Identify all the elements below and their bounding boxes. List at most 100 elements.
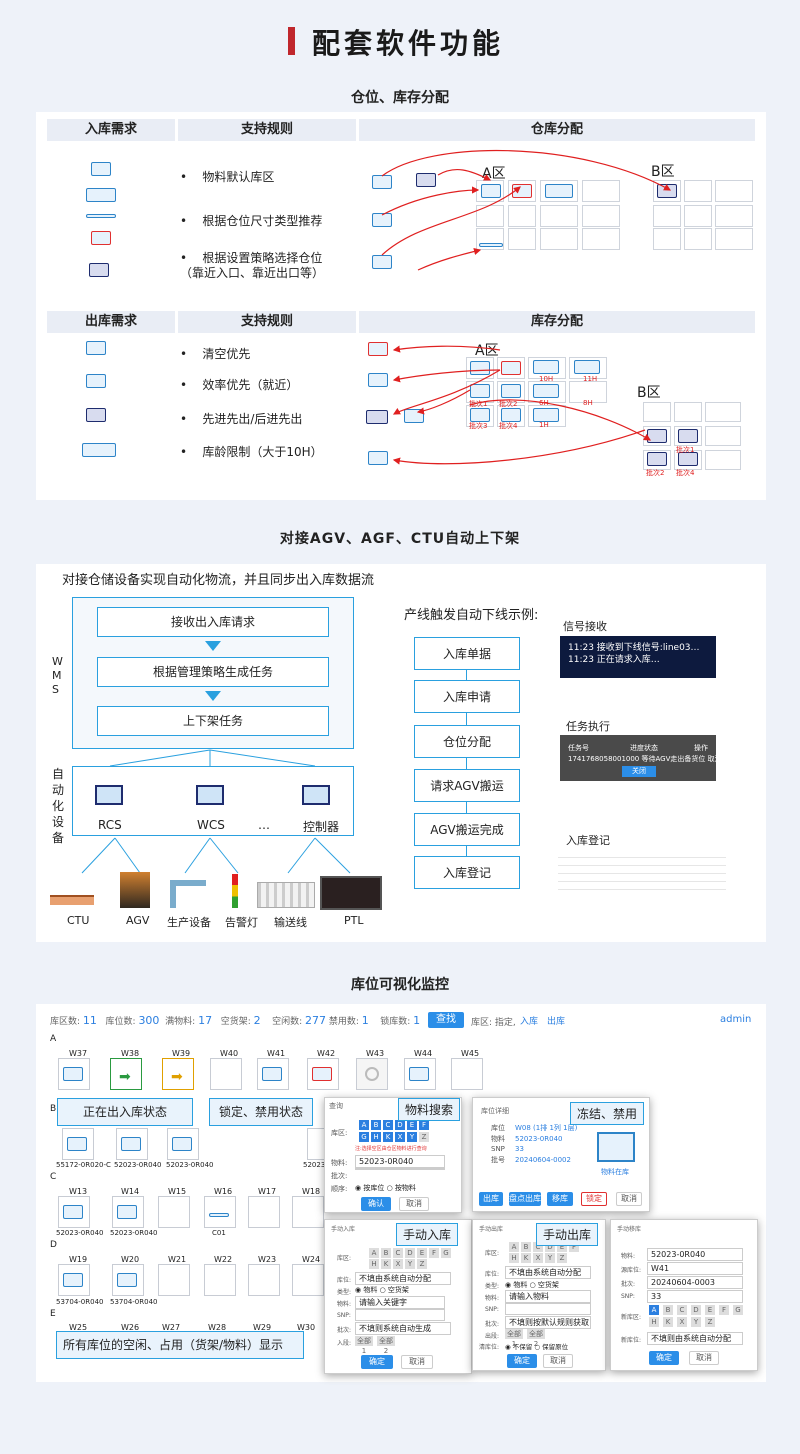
stats-bar: 库区数: 11 库位数: 300 满物料: 17 空货架: 2 空闲数: 277… [50,1014,421,1027]
section3-heading: 库位可视化监控 [351,977,449,993]
slot-w41[interactable] [257,1058,289,1090]
detail-out-button[interactable]: 出库 [479,1192,503,1206]
in-rule-3b: （靠近入口、靠近出口等） [180,266,325,280]
monitor-icon [196,785,224,805]
in-rule-1: • 物料默认库区 [180,170,275,184]
slot-w43[interactable] [356,1058,388,1090]
row-label-b: B [50,1104,57,1114]
row-label-a: A [50,1034,57,1044]
batch-label: 批次2 [499,400,518,408]
detail-move-button[interactable]: 移库 [547,1192,573,1206]
zone-b-label-out: B区 [637,385,661,401]
slot-w42[interactable] [307,1058,339,1090]
hour-label: 1H [539,421,549,429]
slot-w44[interactable] [404,1058,436,1090]
connector-lines [81,749,351,874]
in-rule-header: 支持规则 [178,119,356,141]
auto-device-label: 自动化设备 [52,767,65,845]
row-label-c: C [50,1172,57,1182]
section2-intro: 对接仓储设备实现自动化物流，并且同步出入库数据流 [62,573,375,588]
slot-w38[interactable]: ➡ [110,1058,142,1090]
device-ctu: CTU [67,914,90,927]
search-button[interactable]: 查找 [428,1012,464,1028]
slot-w40[interactable] [210,1058,242,1090]
outbound-link[interactable]: 出库 [547,1017,566,1027]
slot-w22[interactable] [204,1264,236,1296]
user-name[interactable]: admin [720,1014,752,1025]
row-label-e: E [50,1309,56,1319]
device-production: 生产设备 [167,916,211,929]
pallet-icon [86,214,116,218]
device-ptl: PTL [344,914,364,927]
search-cancel-button[interactable]: 取消 [399,1197,429,1211]
slot-w21[interactable] [158,1264,190,1296]
slot-w15[interactable] [158,1196,190,1228]
slot-w14[interactable] [112,1196,144,1228]
out-rule-4: • 库龄限制（大于10H） [180,445,323,459]
signal-line-2: 11:23 正在请求入库… [568,655,660,665]
slot-w13[interactable] [58,1196,90,1228]
slot-b2[interactable] [116,1128,148,1160]
slot-b1[interactable] [62,1128,94,1160]
in-ok-button[interactable]: 确定 [361,1355,393,1369]
batch-label: 批次1 [469,400,488,408]
out-cancel-button[interactable]: 取消 [543,1354,573,1368]
slot-w23[interactable] [248,1264,280,1296]
callout-material-search: 物料搜索 [398,1098,461,1121]
zone-b-label: B区 [651,164,675,180]
task-panel: 任务号 进度状态 操作 1741768058001000 等待AGV走出备货位 … [560,735,722,781]
slot-w24[interactable] [292,1264,324,1296]
system-wcs: WCS [197,818,225,832]
move-cancel-button[interactable]: 取消 [689,1351,719,1365]
slot-w20[interactable] [112,1264,144,1296]
detail-count-out-button[interactable]: 盘点出库 [509,1192,541,1206]
title-bar-mark [288,27,295,55]
slot-w37[interactable] [58,1058,90,1090]
section1-heading: 仓位、库存分配 [351,90,449,106]
signal-console: 11:23 接收到下线信号:line03… 11:23 正在请求入库… [560,636,716,678]
out-rule-header: 支持规则 [178,311,356,333]
section2-heading: 对接AGV、AGF、CTU自动上下架 [279,531,521,547]
slot-w17[interactable] [248,1196,280,1228]
detail-lock-button[interactable]: 锁定 [581,1192,607,1206]
slot-w19[interactable] [58,1264,90,1296]
slot-w39[interactable]: ➡ [162,1058,194,1090]
in-demand-header: 入库需求 [47,119,175,141]
out-demand-header: 出库需求 [47,311,175,333]
search-ok-button[interactable]: 确认 [361,1197,391,1211]
zone-a-label-out: A区 [475,343,499,359]
move-ok-button[interactable]: 确定 [649,1351,679,1365]
flow-step-5: AGV搬运完成 [414,813,520,846]
inbound-link[interactable]: 入库 [520,1017,539,1027]
robot-arm-image [170,880,206,908]
out-rule-1: • 清空优先 [180,347,251,361]
slot-b3[interactable] [167,1128,199,1160]
slot-w45[interactable] [451,1058,483,1090]
detail-cancel-button[interactable]: 取消 [616,1192,642,1206]
batch-label: 批次4 [499,422,518,430]
conveyor-image [257,882,315,908]
register-title: 入库登记 [566,834,610,847]
in-rule-3: • 根据设置策略选择仓位 [180,251,323,265]
callout-manual-in: 手动入库 [396,1223,459,1246]
manual-move-dialog: 手动移库 物料: 52023-0R040 源库位: W41 批次: 202406… [610,1219,758,1371]
monitor-icon [95,785,123,805]
slot-w16[interactable] [204,1196,236,1228]
search-batch-input[interactable] [355,1168,445,1170]
device-conveyor: 输送线 [274,916,307,929]
search-material-input[interactable]: 52023-0R040 [355,1155,445,1168]
task-close-button[interactable]: 关闭 [622,766,656,777]
hour-label: 8H [583,399,593,407]
pallet-icon [91,162,111,176]
pallet-icon [372,213,392,227]
pallet-dark-icon [89,263,109,277]
out-ok-button[interactable]: 确定 [507,1354,537,1368]
disabled-icon [365,1067,379,1081]
device-alarm: 告警灯 [225,916,258,929]
slot-w18[interactable] [292,1196,324,1228]
callout-all-slots: 所有库位的空闲、占用（货架/物料）显示 [56,1331,304,1359]
in-cancel-button[interactable]: 取消 [401,1355,433,1369]
example-title: 产线触发自动下线示例: [404,608,539,623]
